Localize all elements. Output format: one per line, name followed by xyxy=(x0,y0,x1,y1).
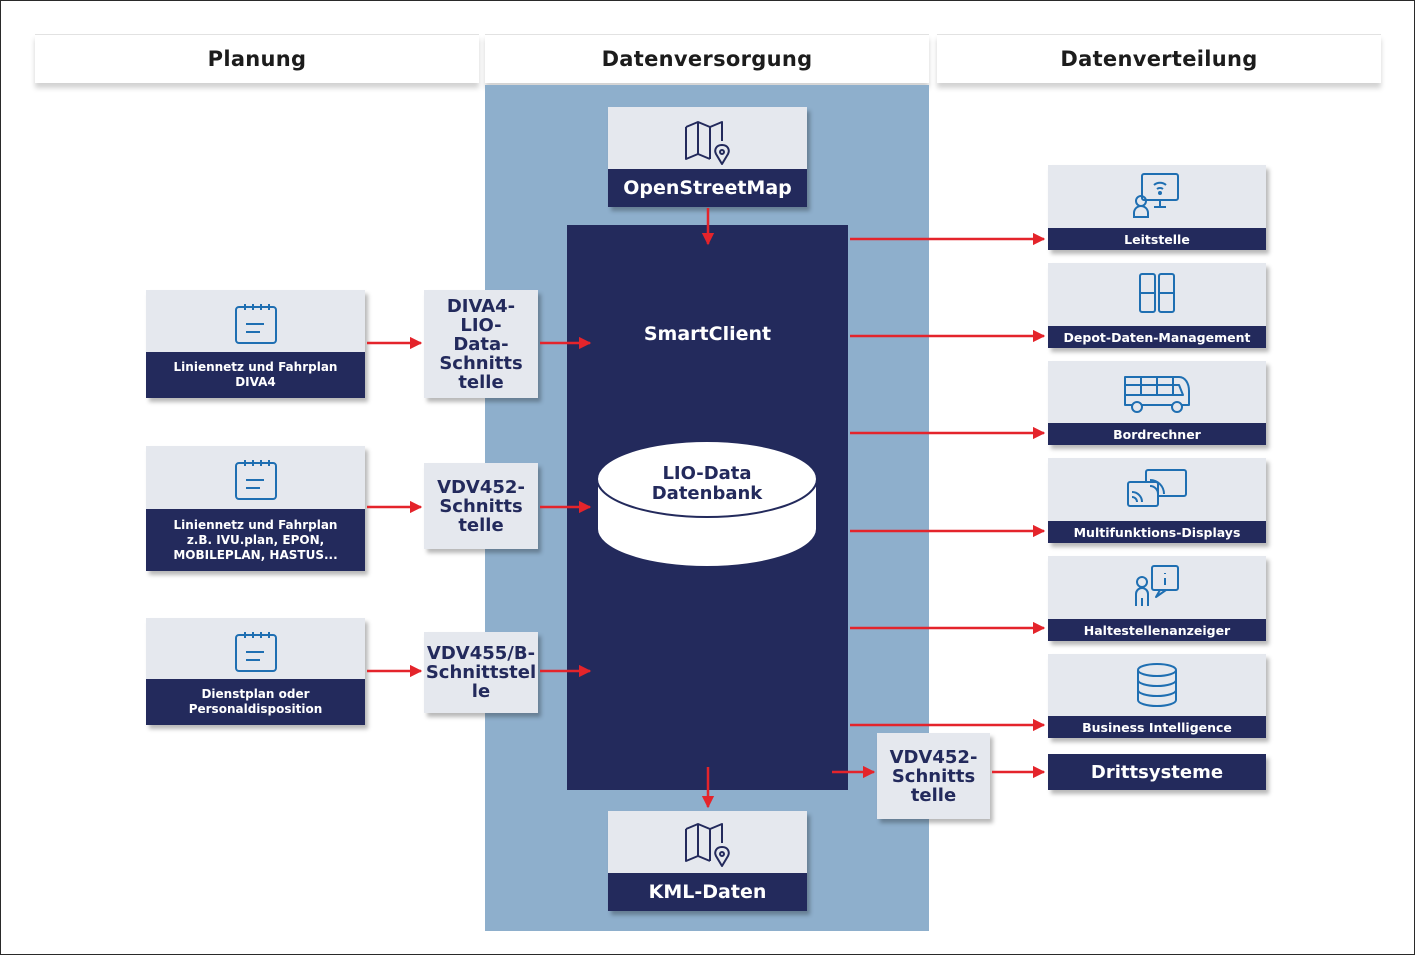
calendar-icon xyxy=(146,630,365,674)
database-cylinder xyxy=(596,440,818,568)
target-card-displays: Multifunktions-Displays xyxy=(1048,458,1266,543)
target-label-bi: Business Intelligence xyxy=(1048,716,1266,738)
drittsysteme-box: Drittsysteme xyxy=(1048,754,1266,790)
calendar-icon xyxy=(146,302,365,346)
kml-daten-card: KML-Daten xyxy=(608,811,807,911)
column-header-datenversorgung: Datenversorgung xyxy=(485,34,929,83)
control-center-icon xyxy=(1048,171,1266,221)
target-label-leitstelle: Leitstelle xyxy=(1048,228,1266,250)
target-card-leitstelle: Leitstelle xyxy=(1048,165,1266,250)
target-label-displays: Multifunktions-Displays xyxy=(1048,521,1266,543)
column-header-planung: Planung xyxy=(35,34,479,83)
target-card-bi: Business Intelligence xyxy=(1048,654,1266,738)
kml-daten-label: KML-Daten xyxy=(608,873,807,911)
interface-vdv452-input: VDV452-Schnittstelle xyxy=(424,463,538,549)
calendar-icon xyxy=(146,458,365,502)
interface-vdv455b: VDV455/B-Schnittstelle xyxy=(424,632,538,713)
openstreetmap-card: OpenStreetMap xyxy=(608,107,807,207)
bus-icon xyxy=(1048,371,1266,415)
target-card-haltestelle: Haltestellenanzeiger xyxy=(1048,556,1266,641)
interface-diva4: DIVA4-LIO-Data-Schnittstelle xyxy=(424,290,538,398)
database-label: LIO-Data Datenbank xyxy=(651,463,763,504)
interface-vdv452-output: VDV452-Schnittstelle xyxy=(877,733,990,819)
planning-label-dienstplan: Dienstplan oder Personaldisposition xyxy=(146,679,365,725)
target-card-depot: Depot-Daten-Management xyxy=(1048,263,1266,348)
cast-display-icon xyxy=(1048,466,1266,512)
info-person-icon xyxy=(1048,562,1266,610)
target-card-bordrechner: Bordrechner xyxy=(1048,361,1266,445)
depot-grid-icon xyxy=(1048,271,1266,315)
target-label-haltestelle: Haltestellenanzeiger xyxy=(1048,619,1266,641)
map-pin-icon xyxy=(608,119,807,169)
database-icon xyxy=(1048,662,1266,708)
map-pin-icon xyxy=(608,821,807,871)
planning-card-dienstplan: Dienstplan oder Personaldisposition xyxy=(146,618,365,725)
planning-label-diva4: Liniennetz und Fahrplan DIVA4 xyxy=(146,352,365,398)
openstreetmap-label: OpenStreetMap xyxy=(608,169,807,207)
planning-label-vdv452: Liniennetz und Fahrplan z.B. IVU.plan, E… xyxy=(146,509,365,571)
column-header-datenverteilung: Datenverteilung xyxy=(937,34,1381,83)
planning-card-diva4: Liniennetz und Fahrplan DIVA4 xyxy=(146,290,365,398)
planning-card-vdv452: Liniennetz und Fahrplan z.B. IVU.plan, E… xyxy=(146,446,365,571)
target-label-bordrechner: Bordrechner xyxy=(1048,423,1266,445)
target-label-depot: Depot-Daten-Management xyxy=(1048,326,1266,348)
smartclient-title: SmartClient xyxy=(643,323,772,345)
